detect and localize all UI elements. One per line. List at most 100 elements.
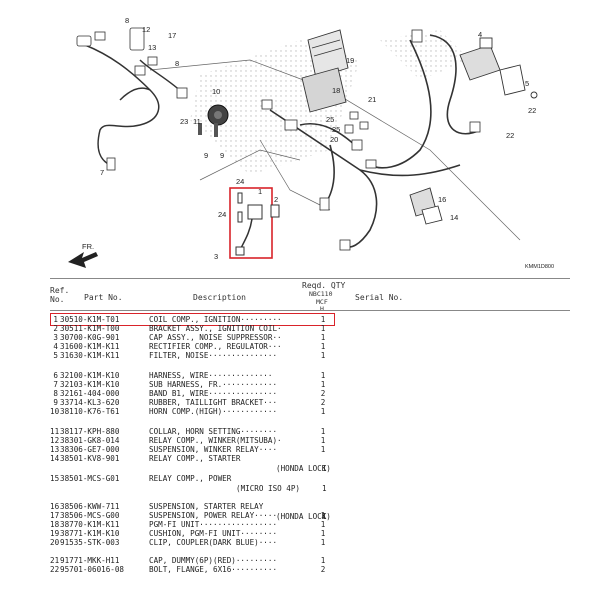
row-part-number: 38770-K1M-K11 [60,520,120,529]
row-ref-no: 2 [53,324,58,333]
header-reqd-qty: Reqd. QTY [302,281,346,290]
row-quantity: 1 [320,324,326,333]
row-part-number: 31630-K1M-K11 [60,351,120,360]
row-ref-no: 13 [50,445,60,454]
row-ref-no: 11 [50,427,60,436]
sub-harness-fr [84,44,186,166]
header-model-c: H [320,305,324,313]
row-description: SUSPENSION, STARTER RELAY [149,502,264,511]
row-part-number: 32103-K1M-K10 [60,380,120,389]
row-ref-no: 18 [50,520,60,529]
main-harness [269,34,481,248]
row-quantity: 1 [320,315,326,324]
row-description: HORN COMP.(HIGH)············ [149,407,278,416]
ignition-coil-highlight [229,187,273,259]
row-description: SUSPENSION, WINKER RELAY···· [149,445,278,454]
row-quantity: 2 [320,565,326,574]
svg-text:16: 16 [438,195,446,204]
continuation-r15-qty: 1 [322,484,327,493]
svg-text:20: 20 [330,135,338,144]
harness-connectors [261,29,481,251]
row-quantity: 1 [320,511,326,520]
svg-text:25: 25 [326,115,334,124]
svg-text:FR.: FR. [82,242,94,251]
row-description: CUSHION, PGM-FI UNIT········ [149,529,278,538]
row-description: RUBBER, TAILLIGHT BRACKET··· [149,398,278,407]
row-quantity: 1 [320,529,326,538]
row-quantity: 2 [320,398,326,407]
row-description: RELAY COMP., STARTER [149,454,241,463]
row-part-number: 32161-404-000 [60,389,120,398]
row-part-number: 30700-K0G-901 [60,333,120,342]
row-quantity: 1 [320,520,326,529]
header-part-no: Part No. [84,293,123,302]
row-description: RELAY COMP., WINKER(MITSUBA)· [149,436,282,445]
row-part-number: 91535-STK-003 [60,538,120,547]
row-quantity: 1 [320,333,326,342]
table-top-rule [50,278,570,279]
row-ref-no: 8 [53,389,58,398]
row-description: COLLAR, HORN SETTING········ [149,427,278,436]
svg-text:1: 1 [258,187,262,196]
svg-text:21: 21 [368,95,376,104]
row-ref-no: 9 [53,398,58,407]
row-description: CLIP, COUPLER(DARK BLUE)···· [149,538,278,547]
connector-group-left [76,27,188,171]
row-part-number: 95701-06016-08 [60,565,125,574]
svg-text:8: 8 [175,59,179,68]
row-description: RECTIFIER COMP., REGULATOR··· [149,342,282,351]
header-model-a: NBC110 [309,290,333,298]
row-quantity: 1 [320,342,326,351]
callout-labels: 8 12 17 13 8 7 10 23 11 9 9 19 18 21 25 … [100,16,536,261]
svg-text:17: 17 [168,31,176,40]
row-ref-no: 17 [50,511,60,520]
row-ref-no: 16 [50,502,60,511]
svg-text:10: 10 [212,87,220,96]
row-ref-no: 6 [53,371,58,380]
svg-text:23: 23 [180,117,188,126]
row-description: SUB HARNESS, FR.············ [149,380,278,389]
ignition-coil [235,192,280,256]
row-ref-no: 3 [53,333,58,342]
svg-text:22: 22 [528,106,536,115]
row-part-number: 38506-KWW-711 [60,502,120,511]
noise-filter [499,64,538,99]
header-bottom-rule [50,310,570,311]
row-part-number: 91771-MKK-H11 [60,556,120,565]
front-direction-arrow: FR. [68,242,98,268]
row-part-number: 38117-KPH-880 [60,427,120,436]
svg-text:3: 3 [214,252,218,261]
row-part-number: 30510-K1M-T01 [60,315,120,324]
svg-text:9: 9 [204,151,208,160]
row-description: HARNESS, WIRE·············· [149,371,273,380]
horn [198,104,229,137]
row-highlight-box [50,313,335,326]
row-quantity: 1 [320,445,326,454]
continuation-r16-qty: 1 [322,512,327,521]
continuation-r14-qty: 1 [322,464,327,473]
row-quantity: 1 [320,351,326,360]
row-part-number: 31600-K1M-K11 [60,342,120,351]
row-part-number: 38506-MCS-G00 [60,511,120,520]
pgm-fi-unit [301,29,349,113]
row-quantity: 2 [320,389,326,398]
continuation-r16: (HONDA LOCK) [276,512,331,521]
header-ref-no: No. [50,295,65,304]
row-quantity: 1 [320,538,326,547]
svg-text:8: 8 [125,16,129,25]
